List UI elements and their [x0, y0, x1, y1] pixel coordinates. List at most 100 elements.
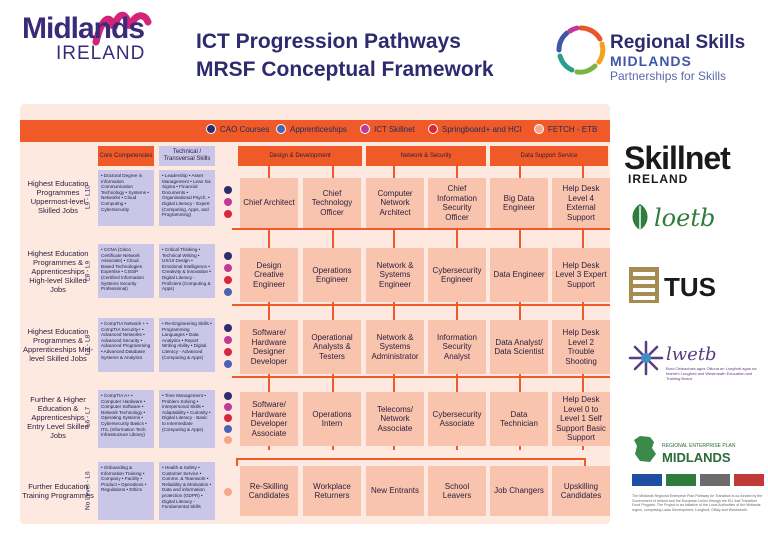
connector-line: [519, 166, 521, 450]
entry-card[interactable]: Job Changers: [490, 466, 548, 516]
transversal-skills-l9-l10: • Leadership • Asset Management • Lean S…: [159, 170, 215, 226]
job-card[interactable]: Operations Engineer: [303, 248, 361, 302]
pathway-dot-springboard: [224, 210, 232, 218]
lwetb-logo-text: lwetb: [666, 344, 717, 365]
entry-card[interactable]: Workplace Returners: [303, 466, 361, 516]
job-card[interactable]: Software/ Hardware Developer Associate: [240, 392, 298, 446]
core-competencies-no-level-l6: • Onboarding & Information Training • Co…: [98, 462, 154, 520]
job-card[interactable]: Operations Intern: [303, 392, 361, 446]
row-divider-line: [232, 376, 610, 378]
government-logo-icon: [666, 474, 696, 486]
just-transition-logo-icon: [734, 474, 764, 486]
transversal-skills-l7-l8: • Re-Engineering Skills • Programming La…: [159, 318, 215, 372]
level-label-l8-l9: Highest Education Programmes & Apprentic…: [27, 248, 89, 294]
job-card[interactable]: Help Desk Level 3 Expert Support: [552, 248, 610, 302]
level-label-l7-l8: Highest Education Programmes & Apprentic…: [22, 327, 94, 363]
job-card[interactable]: Data Technician: [490, 392, 548, 446]
job-card[interactable]: Operational Analysts & Testers: [303, 320, 361, 374]
transversal-skills-l6-l7: • Time Management • Problem Solving • In…: [159, 390, 215, 448]
core-competencies-l6-l7: • CompTIA A+ • Computer Hardware • Compu…: [98, 390, 154, 448]
pathway-bracket-line: [236, 458, 238, 466]
entry-card[interactable]: Re-Skilling Candidates: [240, 466, 298, 516]
level-label-no-level-l6: Further Education Training Programmes: [22, 482, 94, 500]
entry-card[interactable]: School Leavers: [428, 466, 486, 516]
springboard-dot-icon: [428, 124, 438, 134]
eu-flag-icon: [632, 474, 662, 486]
regional-enterprise-plan-label: REGIONAL ENTERPRISE PLAN: [662, 443, 736, 449]
lwetb-subtitle: Bord Oideachais agus Oiliúna an Longfoir…: [666, 366, 757, 381]
connector-line: [268, 166, 270, 450]
legend-item-fetch: FETCH - ETB: [534, 124, 597, 134]
pathway-dot-cao: [224, 186, 232, 194]
header-design-development: Design & Development: [238, 146, 362, 166]
job-card[interactable]: Information Security Analyst: [428, 320, 486, 374]
skillnet-ireland-text: IRELAND: [628, 172, 689, 186]
core-competencies-l8-l9: • CCNA (Cisco Certificate Network Associ…: [98, 244, 154, 298]
core-competencies-l7-l8: • CompTIA Network + • CompTIA Security+ …: [98, 318, 154, 372]
job-card[interactable]: Chief Architect: [240, 178, 298, 228]
pathway-dot-springboard: [224, 276, 232, 284]
page-title: ICT Progression Pathways MRSF Conceptual…: [196, 30, 494, 81]
pathway-dot-springboard: [224, 348, 232, 356]
regional-skills-midlands: MIDLANDS: [610, 53, 692, 69]
job-card[interactable]: Cybersecurity Associate: [428, 392, 486, 446]
loetb-logo-text: loetb: [654, 204, 716, 232]
legend-item-springboard: Springboard+ and HCI: [428, 124, 522, 134]
connector-line: [332, 166, 334, 450]
fetch-dot-icon: [534, 124, 544, 134]
job-card[interactable]: Network & Systems Engineer: [366, 248, 424, 302]
funder-logos: [632, 474, 764, 488]
midlands-logo-text: Midlands: [22, 12, 145, 45]
header-data-support: Data Support Service: [490, 146, 608, 166]
connector-line: [582, 166, 584, 450]
level-code-l6-l7: L6 - L7: [84, 406, 92, 428]
pathway-dot-fetch: [224, 436, 232, 444]
job-card[interactable]: Network & Systems Administrator: [366, 320, 424, 374]
job-card[interactable]: Big Data Engineer: [490, 178, 548, 228]
job-card[interactable]: Computer Network Architect: [366, 178, 424, 228]
level-code-no-level-l6: No Level - L6: [84, 471, 92, 511]
level-code-l7-l8: L7 - L8: [84, 334, 92, 356]
legend-item-cao: CAO Courses: [206, 124, 269, 134]
row-divider-line: [232, 304, 610, 306]
level-label-l6-l7: Further & Higher Education & Apprentices…: [27, 394, 89, 440]
job-card[interactable]: Help Desk Level 0 to Level 1 Self Suppor…: [552, 392, 610, 446]
pathway-dot-cao: [224, 324, 232, 332]
job-card[interactable]: Data Analyst/ Data Scientist: [490, 320, 548, 374]
job-card[interactable]: Help Desk Level 2 Trouble Shooting: [552, 320, 610, 374]
cao-dot-icon: [206, 124, 216, 134]
skillnet-dot-icon: [360, 124, 370, 134]
transversal-skills-l8-l9: • Critical Thinking • Technical Writing …: [159, 244, 215, 298]
pathway-dot-apprenticeship: [224, 288, 232, 296]
header-transversal-skills: Technical / Transversal Skills: [159, 146, 215, 166]
pathway-bracket-line: [236, 458, 586, 460]
connector-line: [393, 166, 395, 450]
tus-logo-text: TUS: [664, 272, 716, 302]
ireland-logo-text: IRELAND: [56, 43, 146, 64]
framework-panel: [20, 104, 610, 524]
level-code-l9-l10: L9 - L10: [84, 185, 92, 209]
entry-card[interactable]: New Entrants: [366, 466, 424, 516]
transversal-skills-no-level-l6: • Health & Safety • Customer Service • C…: [159, 462, 215, 520]
regional-skills-title: Regional Skills: [610, 32, 746, 53]
job-card[interactable]: Help Desk Level 4 External Support: [552, 178, 610, 228]
job-card[interactable]: Data Engineer: [490, 248, 548, 302]
pathway-dot-skillnet: [224, 403, 232, 411]
job-card[interactable]: Design Creative Engineer: [240, 248, 298, 302]
pathway-dot-skillnet: [224, 264, 232, 272]
row-divider-line: [232, 228, 610, 230]
legend-bar: [20, 120, 610, 142]
funding-fine-print: The Midlands Regional Enterprise Plan Pa…: [632, 494, 763, 512]
job-card[interactable]: Telecoms/ Network Associate: [366, 392, 424, 446]
entry-card[interactable]: Upskilling Candidates: [552, 466, 610, 516]
skillnet-logo-text: Skillnet: [624, 140, 731, 176]
regional-skills-tagline: Partnerships for Skills: [610, 69, 727, 83]
header-network-security: Network & Security: [366, 146, 486, 166]
pathway-dot-apprenticeship: [224, 360, 232, 368]
job-card[interactable]: Cybersecurity Engineer: [428, 248, 486, 302]
job-card[interactable]: Chief Technology Officer: [303, 178, 361, 228]
job-card[interactable]: Chief Information Security Officer: [428, 178, 486, 228]
job-card[interactable]: Software/ Hardware Designer Developer: [240, 320, 298, 374]
pathway-dot-apprenticeship: [224, 425, 232, 433]
midlands-swoosh-icon: [92, 11, 152, 46]
